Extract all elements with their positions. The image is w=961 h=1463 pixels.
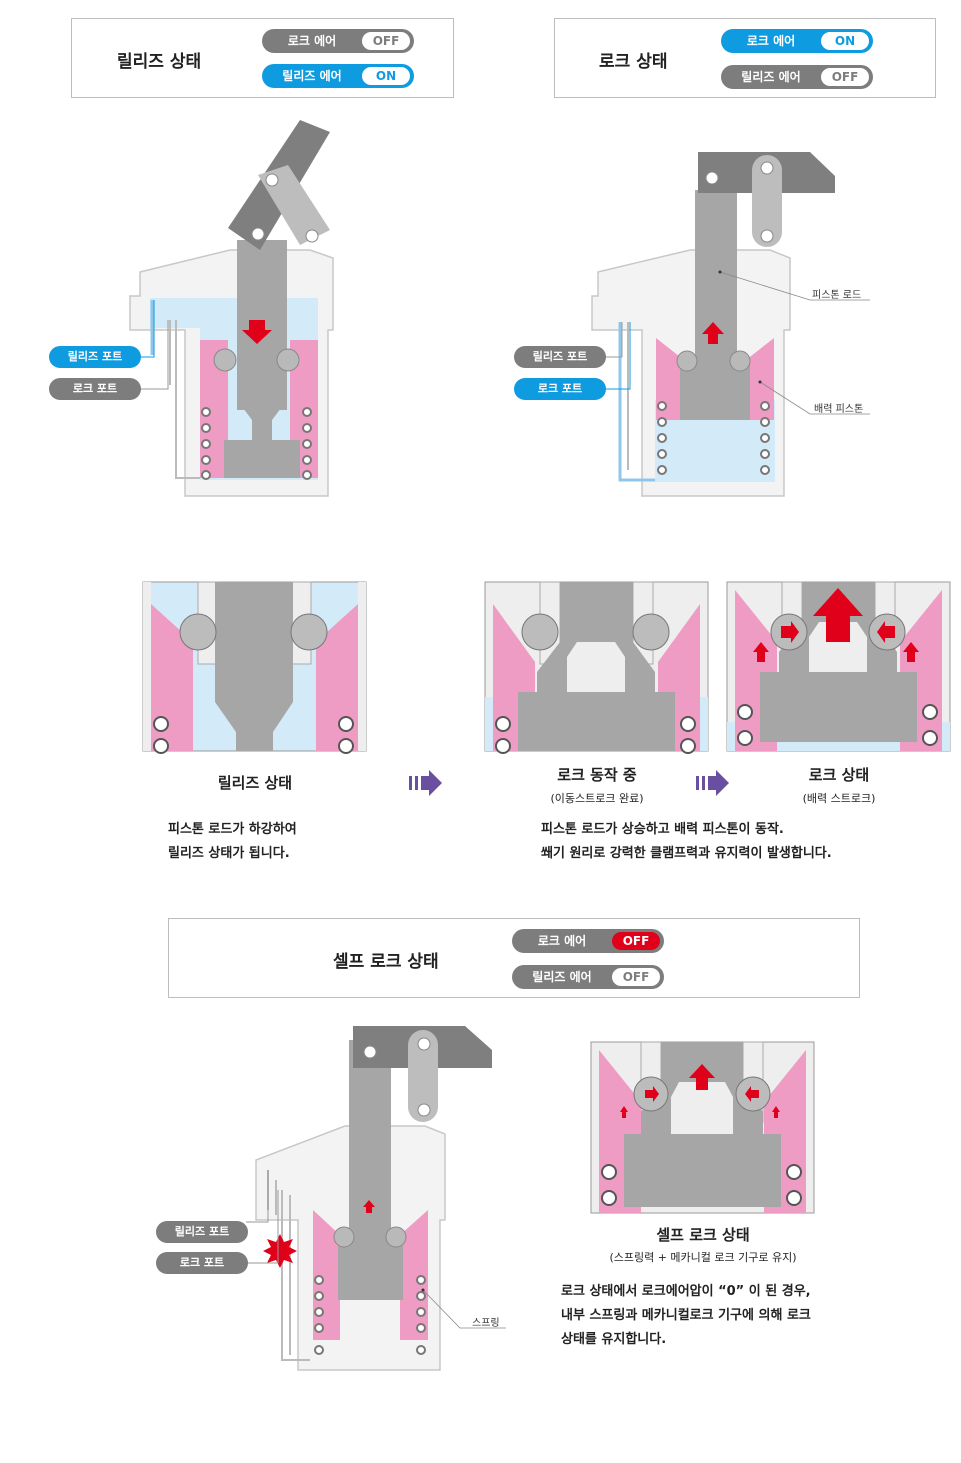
ball-icon bbox=[290, 613, 328, 651]
lock-state-title: 로크 상태 bbox=[599, 52, 668, 72]
down-arrow-icon bbox=[242, 320, 272, 344]
ball-icon bbox=[385, 1226, 407, 1248]
release-port-label: 릴리즈 포트 bbox=[156, 1221, 248, 1243]
desc-line: 피스톤 로드가 상승하고 배력 피스톤이 동작. bbox=[541, 822, 784, 837]
up-arrow-icon bbox=[702, 322, 724, 344]
detail-locked-sub: (배력 스트로크) bbox=[802, 792, 876, 805]
ball-icon bbox=[333, 1226, 355, 1248]
release-air-indicator: 릴리즈 에어 ON bbox=[262, 64, 414, 88]
up-arrow-icon bbox=[363, 1200, 375, 1213]
lock-air-label: 로크 에어 bbox=[746, 34, 796, 48]
lock-air-toggle: ON bbox=[821, 32, 869, 50]
lock-port-label: 로크 포트 bbox=[49, 378, 141, 400]
piston-rod-label: 피스톤 로드 bbox=[812, 290, 862, 301]
up-arrow-icon bbox=[772, 1106, 780, 1118]
left-arrow-icon bbox=[745, 1086, 759, 1102]
lock-air-indicator: 로크 에어 OFF bbox=[512, 929, 664, 953]
release-air-toggle: OFF bbox=[821, 68, 869, 86]
release-air-toggle: ON bbox=[362, 67, 410, 85]
release-port-label: 릴리즈 포트 bbox=[49, 346, 141, 368]
lock-state-box: 로크 상태 로크 에어 ON 릴리즈 에어 OFF bbox=[554, 18, 936, 98]
lock-air-label: 로크 에어 bbox=[287, 34, 337, 48]
detail-left-description: 피스톤 로드가 하강하여 릴리즈 상태가 됩니다. bbox=[168, 818, 297, 866]
up-arrow-icon bbox=[620, 1106, 628, 1118]
lock-port-label: 로크 포트 bbox=[156, 1252, 248, 1274]
ball-icon bbox=[179, 613, 217, 651]
detail-locked-title: 로크 상태 bbox=[808, 766, 870, 784]
flow-arrow-icon bbox=[696, 770, 729, 796]
release-port-label: 릴리즈 포트 bbox=[514, 346, 606, 368]
lock-clamp-diagram bbox=[591, 152, 870, 497]
self-lock-clamp-diagram bbox=[246, 1026, 506, 1371]
burst-icon bbox=[263, 1234, 297, 1268]
detail-locked-panel bbox=[726, 581, 951, 752]
release-air-indicator: 릴리즈 에어 OFF bbox=[512, 965, 664, 989]
release-air-toggle: OFF bbox=[612, 968, 660, 986]
self-lock-description: 로크 상태에서 로크에어압이 “0” 이 된 경우, 내부 스프링과 메카니컬로… bbox=[561, 1280, 811, 1352]
up-arrow-icon bbox=[813, 588, 863, 642]
ball-icon bbox=[729, 350, 751, 372]
lock-port-label: 로크 포트 bbox=[514, 378, 606, 400]
release-air-indicator: 릴리즈 에어 OFF bbox=[721, 65, 873, 89]
release-air-label: 릴리즈 에어 bbox=[282, 69, 342, 83]
right-arrow-icon bbox=[645, 1086, 659, 1102]
desc-line: 피스톤 로드가 하강하여 bbox=[168, 822, 297, 837]
release-air-label: 릴리즈 에어 bbox=[532, 970, 592, 984]
self-lock-state-title: 셀프 로크 상태 bbox=[333, 952, 439, 972]
desc-line: 로크 상태에서 로크에어압이 “0” 이 된 경우, bbox=[561, 1284, 811, 1299]
lock-air-label: 로크 에어 bbox=[537, 934, 587, 948]
lock-air-indicator: 로크 에어 OFF bbox=[262, 29, 414, 53]
left-arrow-icon bbox=[877, 621, 895, 643]
boost-piston-label: 배력 피스톤 bbox=[814, 404, 864, 415]
desc-line: 릴리즈 상태가 됩니다. bbox=[168, 846, 290, 861]
ball-icon bbox=[632, 613, 670, 651]
release-state-title: 릴리즈 상태 bbox=[117, 52, 202, 72]
up-arrow-icon bbox=[753, 642, 769, 662]
lock-air-indicator: 로크 에어 ON bbox=[721, 29, 873, 53]
right-arrow-icon bbox=[781, 621, 799, 643]
ball-icon bbox=[521, 613, 559, 651]
detail-locking-sub: (이동스트로크 완료) bbox=[550, 792, 644, 805]
self-lock-detail-title: 셀프 로크 상태 bbox=[656, 1226, 750, 1244]
ball-icon bbox=[276, 348, 300, 372]
detail-release-panel bbox=[142, 581, 367, 754]
up-arrow-icon bbox=[689, 1064, 715, 1090]
self-lock-state-box: 셀프 로크 상태 로크 에어 OFF 릴리즈 에어 OFF bbox=[168, 918, 860, 998]
ball-icon bbox=[213, 348, 237, 372]
release-air-label: 릴리즈 에어 bbox=[741, 70, 801, 84]
lock-air-toggle: OFF bbox=[362, 32, 410, 50]
release-clamp-diagram bbox=[129, 120, 334, 497]
self-lock-detail-sub: (스프링력 + 메카니컬 로크 기구로 유지) bbox=[609, 1251, 797, 1264]
ball-icon bbox=[676, 350, 698, 372]
desc-line: 상태를 유지합니다. bbox=[561, 1332, 667, 1347]
detail-locking-panel bbox=[484, 581, 709, 754]
desc-line: 내부 스프링과 메카니컬로크 기구에 의해 로크 bbox=[561, 1308, 811, 1323]
detail-release-title: 릴리즈 상태 bbox=[217, 774, 293, 792]
desc-line: 쐐기 원리로 강력한 클램프력과 유지력이 발생합니다. bbox=[541, 846, 832, 861]
spring-label: 스프링 bbox=[472, 1318, 500, 1329]
release-state-box: 릴리즈 상태 로크 에어 OFF 릴리즈 에어 ON bbox=[71, 18, 454, 98]
lock-air-toggle: OFF bbox=[612, 932, 660, 950]
detail-right-description: 피스톤 로드가 상승하고 배력 피스톤이 동작. 쐐기 원리로 강력한 클램프력… bbox=[541, 818, 832, 866]
self-lock-detail-panel bbox=[590, 1041, 815, 1214]
up-arrow-icon bbox=[903, 642, 919, 662]
detail-locking-title: 로크 동작 중 bbox=[557, 766, 637, 784]
flow-arrow-icon bbox=[409, 770, 442, 796]
